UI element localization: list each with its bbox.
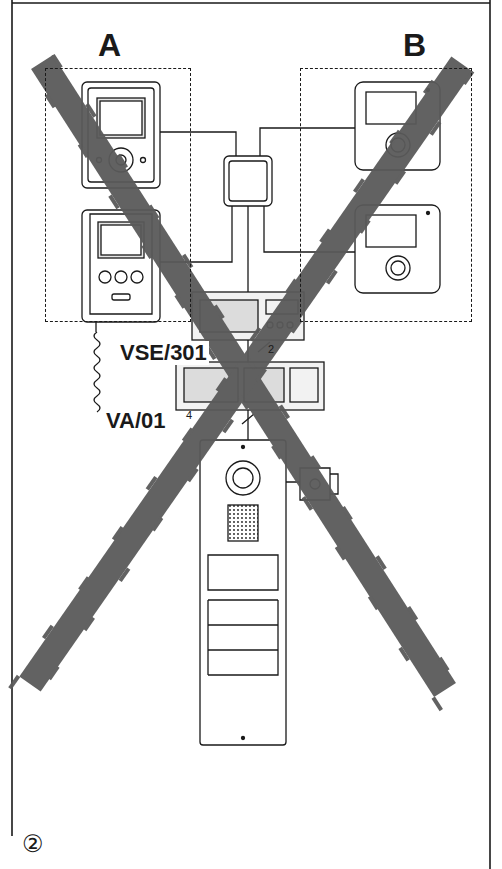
cross-edge	[79, 144, 87, 157]
cross-edge	[336, 547, 344, 560]
cross-edge	[355, 179, 364, 191]
cross-edge	[257, 369, 266, 381]
cross-edge	[343, 507, 351, 520]
cross-edge	[147, 477, 156, 489]
cross-edge	[44, 626, 53, 638]
cross-edge	[312, 456, 320, 469]
cross-edge	[321, 230, 330, 242]
cross-edge	[49, 667, 58, 679]
cross-edge	[118, 155, 126, 168]
region-letter: B	[401, 29, 428, 61]
callout-number: ②	[22, 832, 44, 856]
cross-edge	[440, 658, 448, 671]
cross-edge	[408, 607, 416, 620]
cross-edge	[400, 648, 408, 661]
dashed-region: A	[45, 68, 191, 322]
cross-edge	[153, 518, 162, 530]
cross-edge	[327, 271, 336, 283]
frame	[12, 0, 490, 869]
cross-edge	[217, 378, 226, 390]
wire-count: 2	[268, 344, 274, 355]
cross-edge	[370, 597, 378, 610]
cross-edge	[85, 618, 94, 630]
cross-edge	[303, 497, 311, 510]
cross-edge	[396, 171, 405, 183]
cross-edge	[280, 406, 288, 419]
cross-edge	[80, 577, 89, 589]
part-name: VA/01	[104, 409, 168, 433]
cross-edge	[246, 356, 254, 369]
cross-edge	[215, 306, 223, 319]
cross-edge	[143, 245, 151, 258]
cross-edge	[431, 122, 440, 134]
cross-edge	[53, 55, 61, 68]
cross-edge	[433, 698, 441, 711]
cross-edge	[46, 95, 54, 108]
coil-cord	[94, 322, 100, 412]
cross-edge	[183, 429, 192, 441]
cross-edge	[391, 131, 400, 143]
cross-edge	[251, 328, 260, 340]
cross-edge	[240, 396, 248, 409]
cross-edge	[287, 280, 296, 292]
cross-edge	[377, 556, 385, 569]
cross-edge	[120, 569, 129, 581]
dashed-region: B	[300, 68, 472, 322]
cross-edge	[425, 81, 434, 93]
cross-edge	[10, 676, 19, 688]
part-name: VSE/301	[118, 341, 209, 365]
cross-edge	[114, 527, 123, 539]
region-letter: A	[96, 29, 123, 61]
cross-edge	[224, 420, 233, 432]
wire-count: 4	[186, 410, 192, 421]
door-panel	[200, 440, 286, 745]
cross-out	[10, 55, 473, 710]
cross-edge	[150, 206, 158, 219]
distributor	[224, 156, 272, 206]
cross-edge	[188, 469, 197, 481]
cross-edge	[110, 196, 118, 209]
cross-edge	[273, 446, 281, 459]
cross-edge	[360, 220, 369, 232]
cross-edge	[87, 104, 95, 117]
cross-edge	[176, 295, 184, 308]
